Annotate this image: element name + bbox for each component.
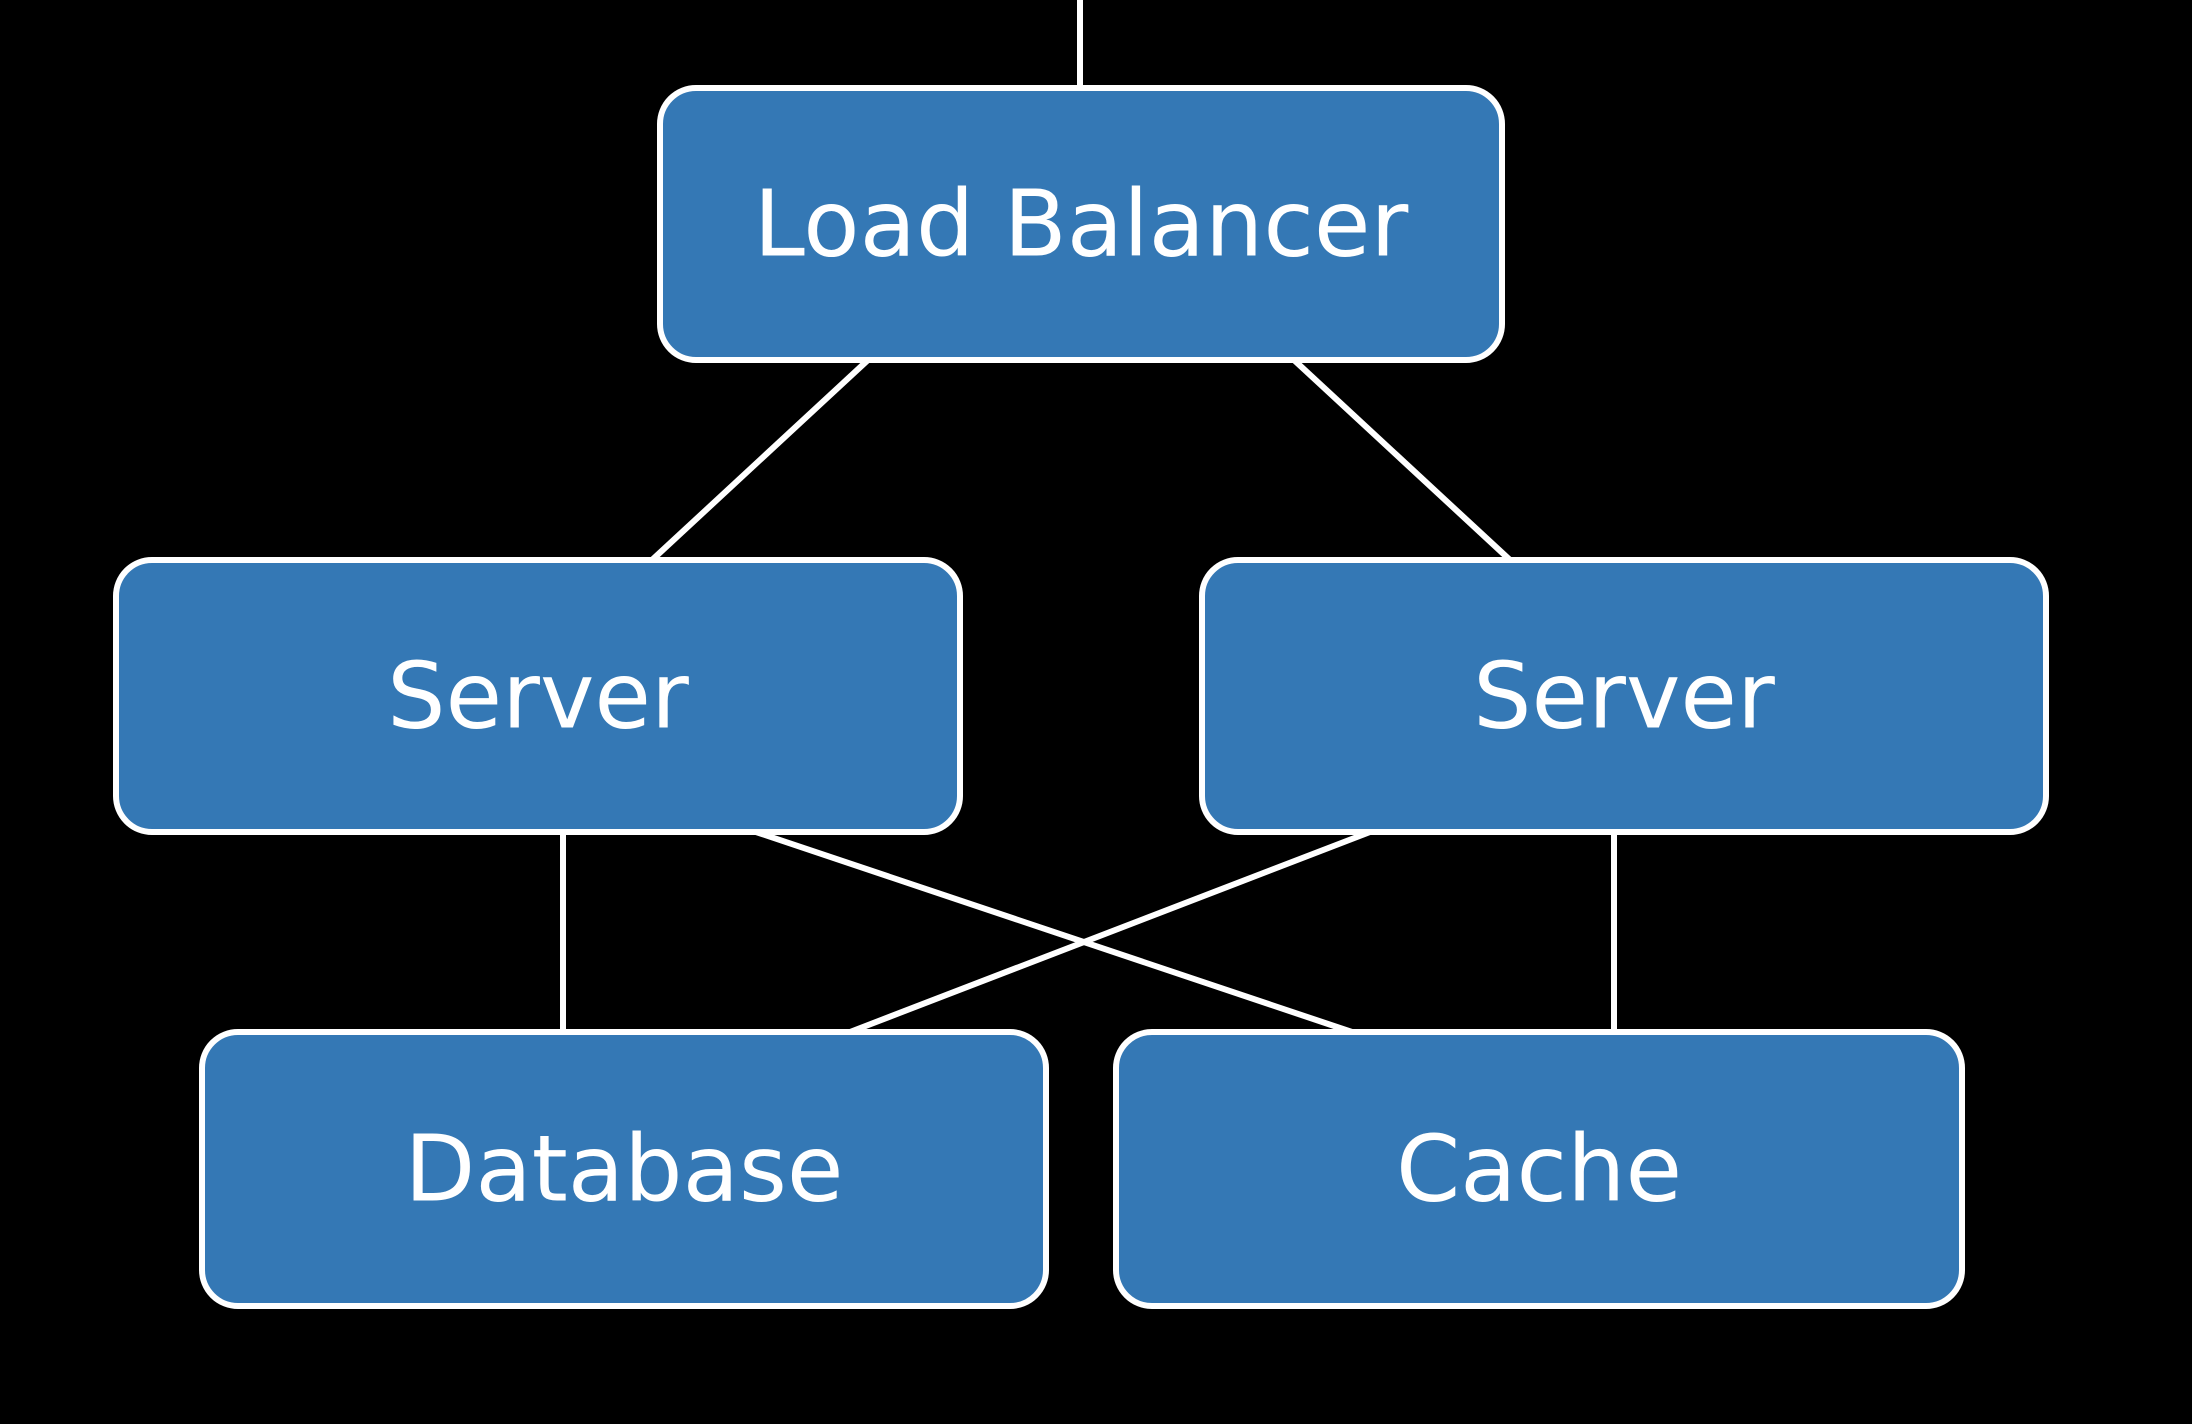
node-database: Database — [199, 1029, 1049, 1309]
node-server-right: Server — [1199, 557, 2049, 835]
edges — [560, 0, 1617, 1035]
node-cache-box — [1113, 1029, 1965, 1309]
node-cache-label: Cache — [1396, 1116, 1682, 1223]
edge-load-balancer-to-server-left — [649, 357, 871, 563]
edge-load-balancer-to-server-right — [1291, 357, 1513, 563]
node-load-balancer-box — [657, 85, 1505, 363]
node-server-right-label: Server — [1473, 643, 1775, 750]
node-server-left-box — [113, 557, 963, 835]
node-cache: Cache — [1113, 1029, 1965, 1309]
node-load-balancer-label: Load Balancer — [754, 171, 1409, 278]
edge-server-left-to-cache — [755, 829, 1353, 1035]
node-server-left: Server — [113, 557, 963, 835]
edge-server-right-to-database — [848, 829, 1372, 1035]
node-database-box — [199, 1029, 1049, 1309]
node-load-balancer: Load Balancer — [657, 85, 1505, 363]
node-server-left-label: Server — [387, 643, 689, 750]
node-server-right-box — [1199, 557, 2049, 835]
node-database-label: Database — [405, 1116, 844, 1223]
